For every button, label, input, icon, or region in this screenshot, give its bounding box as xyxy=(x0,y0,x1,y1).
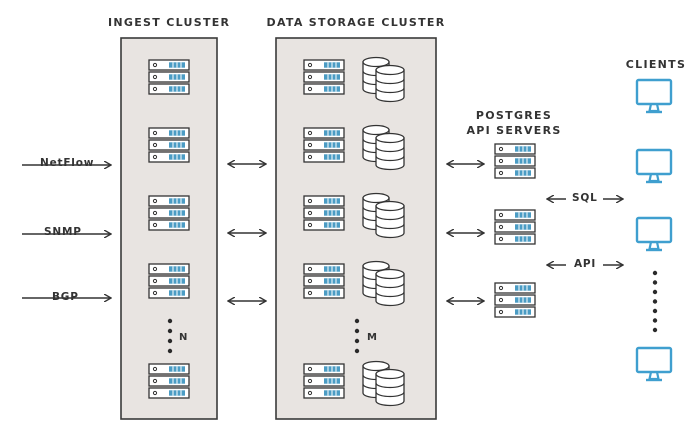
input-label-bgp: BGP xyxy=(52,291,79,303)
database-icon-1 xyxy=(362,56,405,103)
input-label-netflow: NetFlow xyxy=(40,157,95,169)
storage-server-icon-2 xyxy=(303,127,345,163)
storage-cluster-box xyxy=(275,37,437,420)
ingest-cluster-label: INGEST CLUSTER xyxy=(108,16,231,29)
client-ellipsis xyxy=(652,270,658,333)
client-monitor-icon-2 xyxy=(635,148,673,184)
client-monitor-icon-4 xyxy=(635,346,673,382)
database-icon-3 xyxy=(362,192,405,239)
clients-label: CLIENTS xyxy=(625,58,687,71)
storage-server-icon-1 xyxy=(303,59,345,95)
storage-server-icon-4 xyxy=(303,263,345,299)
connection-arrows xyxy=(22,164,623,301)
api-servers-label-line2: API SERVERS xyxy=(466,124,562,137)
ingest-server-icon-4 xyxy=(148,263,190,299)
client-monitor-icons xyxy=(635,78,673,382)
client-monitor-icon-3 xyxy=(635,216,673,252)
protocol-label-sql: SQL xyxy=(572,192,598,204)
server-icons xyxy=(148,59,536,399)
storage-server-icon-5 xyxy=(303,363,345,399)
ingest-ellipsis xyxy=(167,318,173,354)
api-server-icon-3 xyxy=(494,282,536,318)
storage-cluster-label: DATA STORAGE CLUSTER xyxy=(266,16,446,29)
database-icon-5 xyxy=(362,360,405,407)
database-icon-4 xyxy=(362,260,405,307)
api-server-icon-2 xyxy=(494,209,536,245)
storage-ellipsis xyxy=(354,318,360,354)
protocol-label-api: API xyxy=(574,258,597,270)
ingest-server-icon-2 xyxy=(148,127,190,163)
database-icon-2 xyxy=(362,124,405,171)
database-icons xyxy=(362,56,405,407)
ingest-server-icon-5 xyxy=(148,363,190,399)
api-servers-label-line1: POSTGRES xyxy=(475,109,553,122)
ingest-server-icon-1 xyxy=(148,59,190,95)
ingest-server-icon-3 xyxy=(148,195,190,231)
api-server-icon-1 xyxy=(494,143,536,179)
ingest-count-label: N xyxy=(179,332,188,343)
storage-count-label: M xyxy=(367,332,378,343)
ellipsis-dots xyxy=(167,270,658,354)
client-monitor-icon-1 xyxy=(635,78,673,114)
storage-server-icon-3 xyxy=(303,195,345,231)
input-label-snmp: SNMP xyxy=(44,226,82,238)
